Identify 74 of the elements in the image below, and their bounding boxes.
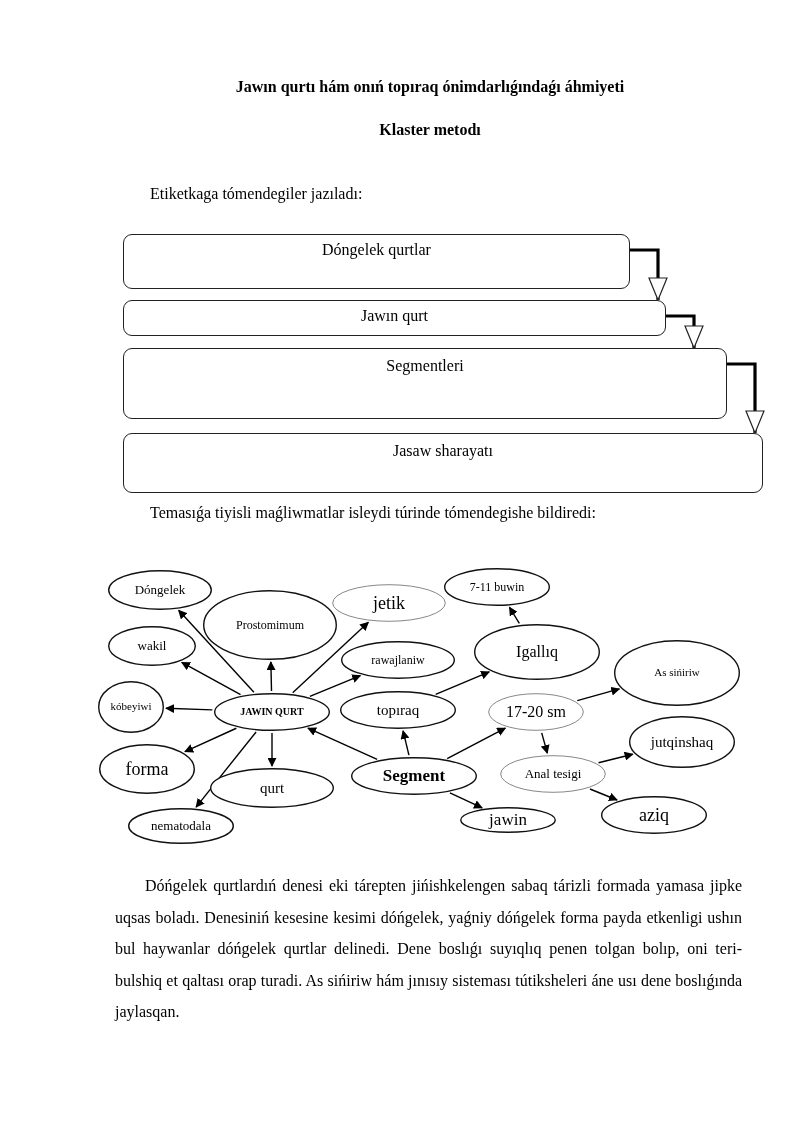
concept-ellipse xyxy=(99,744,195,794)
arrow xyxy=(400,730,410,756)
arrow xyxy=(508,606,521,624)
ellipse-label: jawin xyxy=(489,809,527,831)
arrow xyxy=(449,792,483,809)
arrow xyxy=(181,661,242,696)
subtitle: Klaster metodı xyxy=(378,121,482,139)
bent-arrow xyxy=(727,362,765,434)
concept-ellipse xyxy=(332,584,446,622)
ellipse-label: qurt xyxy=(259,778,285,798)
arrow xyxy=(307,727,378,761)
arrow xyxy=(165,704,214,713)
concept-ellipse xyxy=(444,568,550,606)
box-label: Segmentleri xyxy=(386,357,464,377)
ellipse-label: forma xyxy=(125,757,169,781)
concept-ellipse xyxy=(128,808,234,844)
label-box xyxy=(123,433,763,493)
concept-ellipse xyxy=(500,755,606,793)
concept-ellipse xyxy=(98,681,164,733)
arrow xyxy=(292,621,370,694)
ellipse-label: nematodala xyxy=(151,817,211,835)
concept-ellipse xyxy=(210,768,334,808)
arrow xyxy=(267,732,277,767)
arrow xyxy=(576,686,621,702)
arrow xyxy=(597,751,634,764)
label-box xyxy=(123,348,727,419)
intro-text: Temasıǵa tiyisli maǵliwmatlar isleydi túrinde tómendegishe bildiredi: xyxy=(150,504,597,522)
concept-ellipse xyxy=(108,626,196,666)
arrow xyxy=(446,727,507,760)
body-paragraph: Dóńgelek qurtlardıń denesi eki tárepten jińishkelengen sabaq tárizli formada yamasa jipke uqsas boladı. Denesiniń kesesine kesimi dóńgelek, yaǵniy dóńgelek forma payda etkenligi ushın bul haywanlar dóńgelek qurtlar delinedi. Dene boslıǵı suyıqlıq penen tolgan bolıp, oni teri-bulshiq et qaltası orap turadi. As sińiriw hám jınısıy sisteması tútiksheleri áne usı dene boslıǵında jaylasqan. xyxy=(115,876,742,1023)
label-box xyxy=(123,300,666,336)
box-label: Jawın qurt xyxy=(360,307,429,327)
concept-ellipse xyxy=(629,716,735,768)
ellipse-label: Prostomimum xyxy=(235,617,305,633)
box-label: Dóngelek qurtlar xyxy=(322,241,431,261)
ellipse-label: 17-20 sm xyxy=(506,702,566,722)
concept-ellipse xyxy=(341,641,455,679)
ellipse-label: Segment xyxy=(382,765,446,787)
concept-ellipse xyxy=(214,693,330,731)
ellipse-label: topıraq xyxy=(376,700,420,720)
ellipse-label: aziq xyxy=(639,803,669,827)
intro-text: Etiketkaga tómendegiler jazıladı: xyxy=(150,185,364,203)
box-label: Jasaw sharayatı xyxy=(393,442,493,462)
concept-ellipse xyxy=(474,624,600,680)
arrow xyxy=(309,674,362,698)
ellipse-label: rawajlaniw xyxy=(371,652,425,668)
ellipse-label: jetik xyxy=(373,591,405,615)
concept-ellipse xyxy=(203,590,337,660)
concept-ellipse xyxy=(340,691,456,729)
concept-ellipse xyxy=(351,757,477,795)
ellipse-label: Dóngelek xyxy=(134,581,186,599)
ellipse-label: kóbeyiwi xyxy=(109,700,153,714)
arrow xyxy=(266,661,276,692)
arrow xyxy=(540,732,550,755)
bent-arrow xyxy=(630,248,668,301)
bent-arrow xyxy=(666,314,704,349)
ellipse-label: Anal tesigi xyxy=(524,765,582,783)
arrow xyxy=(434,670,491,695)
concept-ellipse xyxy=(488,693,584,731)
title: Jawın qurtı hám onıń topıraq ónimdarlıǵındaǵı áhmiyeti xyxy=(234,78,626,96)
arrow xyxy=(177,609,255,694)
concept-ellipse xyxy=(614,640,740,706)
ellipse-label: Igallıq xyxy=(516,642,558,662)
ellipse-label: wakil xyxy=(137,637,167,655)
ellipse-label: jutqinshaq xyxy=(650,732,714,752)
concept-ellipse xyxy=(460,807,556,833)
arrow xyxy=(589,788,618,802)
ellipse-label: JAWIN QURT xyxy=(240,705,304,719)
ellipse-label: As sińiriw xyxy=(654,666,700,680)
arrow xyxy=(184,727,238,753)
label-box xyxy=(123,234,630,289)
concept-ellipse xyxy=(601,796,707,834)
concept-ellipse xyxy=(108,570,212,610)
ellipse-label: 7-11 buwin xyxy=(469,579,525,595)
